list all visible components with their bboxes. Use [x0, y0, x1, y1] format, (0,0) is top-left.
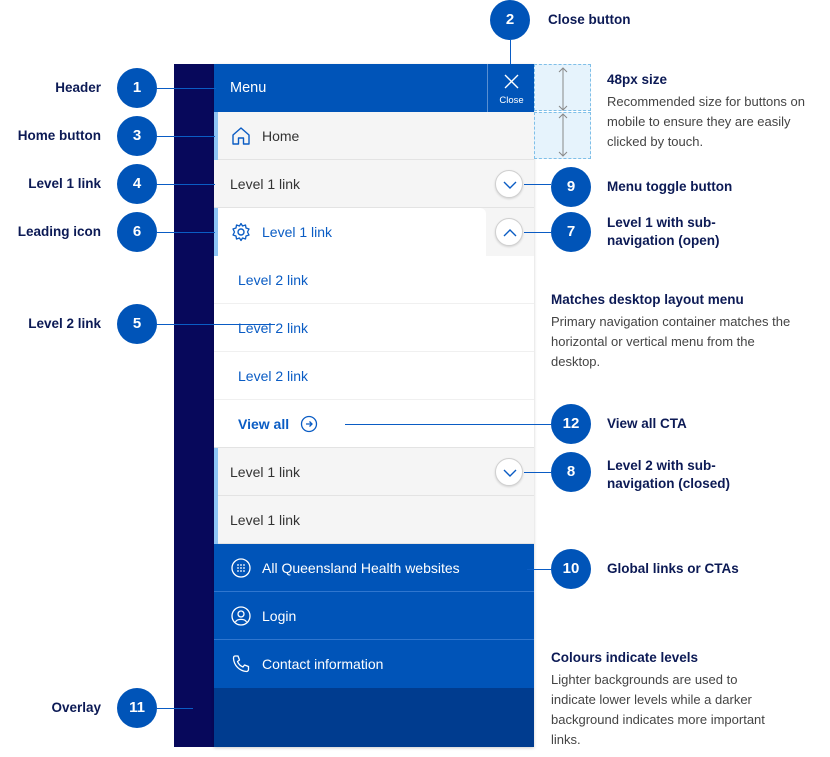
chevron-down-icon: [503, 181, 517, 189]
callout-label-home: Home button: [17, 128, 101, 143]
connector-line: [157, 184, 215, 185]
chevron-up-icon: [503, 229, 517, 237]
home-button[interactable]: Home: [214, 112, 534, 160]
callout-label-global: Global links or CTAs: [607, 561, 739, 576]
gear-icon: [232, 222, 250, 242]
row-accent: [214, 112, 218, 160]
close-icon: [504, 74, 519, 89]
callout-badge-8: 8: [551, 452, 591, 492]
view-all-label: View all: [238, 416, 290, 432]
close-label: Close: [499, 95, 524, 106]
level1-closed-label: Level 1 link: [230, 464, 301, 480]
drawer-bottom: [214, 688, 534, 747]
callout-label-level2: Level 2 link: [28, 316, 101, 331]
callout-badge-5: 5: [117, 304, 157, 344]
connector-line: [510, 40, 511, 64]
connector-line: [157, 324, 275, 325]
level1-link[interactable]: Level 1 link: [214, 496, 534, 544]
note-desktop-title: Matches desktop layout menu: [551, 292, 744, 307]
menu-toggle-button-closed[interactable]: [495, 458, 523, 486]
global-link-login[interactable]: Login: [214, 592, 534, 640]
level2-link-label: Level 2 link: [238, 320, 309, 336]
callout-label-overlay: Overlay: [51, 700, 101, 715]
callout-label-close: Close button: [548, 12, 631, 27]
row-accent: [214, 496, 218, 544]
callout-label-leading-icon: Leading icon: [17, 224, 101, 239]
connector-line: [345, 424, 551, 425]
home-icon: [232, 127, 250, 145]
grid-dots-icon: [231, 558, 251, 578]
callout-label-level1-open: Level 1 with sub-navigation (open): [607, 215, 720, 248]
row-accent: [214, 448, 218, 496]
home-label: Home: [262, 128, 300, 144]
menu-header: [214, 64, 534, 112]
callout-badge-4: 4: [117, 164, 157, 204]
note-colours-body: Lighter backgrounds are used to indicate…: [551, 672, 765, 747]
phone-icon: [232, 655, 250, 673]
menu-title: Menu: [230, 80, 267, 96]
global-link-label: Login: [262, 608, 297, 624]
global-link-websites[interactable]: All Queensland Health websites: [214, 544, 534, 592]
connector-line: [524, 184, 551, 185]
level1-open-row[interactable]: [214, 208, 486, 256]
chevron-down-icon: [503, 469, 517, 477]
level2-link[interactable]: Level 2 link: [214, 256, 534, 304]
callout-label-header: Header: [55, 80, 101, 95]
callout-badge-9: 9: [551, 167, 591, 207]
level1-closed[interactable]: Level 1 link: [214, 448, 534, 496]
level2-link[interactable]: Level 2 link: [214, 352, 534, 400]
note-desktop-body: Primary navigation container matches the…: [551, 314, 791, 369]
callout-label-menu-toggle: Menu toggle button: [607, 179, 733, 194]
connector-line: [527, 569, 551, 570]
callout-label-view-all: View all CTA: [607, 416, 687, 431]
level2-link-label: Level 2 link: [238, 368, 309, 384]
connector-line: [157, 136, 215, 137]
callout-label-level1: Level 1 link: [28, 176, 101, 191]
callout-badge-6: 6: [117, 212, 157, 252]
level1-link[interactable]: Level 1 link: [214, 160, 534, 208]
level1-open-container: Level 1 link: [214, 208, 534, 256]
callout-label-level2-closed: Level 2 with sub-navigation (closed): [607, 458, 731, 491]
note-size-body: Recommended size for buttons on mobile t…: [607, 94, 805, 149]
callout-badge-1: 1: [117, 68, 157, 108]
close-button[interactable]: Close: [487, 64, 534, 112]
connector-line: [157, 708, 193, 709]
arrow-right-circle-icon: [300, 415, 318, 433]
callout-badge-11: 11: [117, 688, 157, 728]
callout-badge-3: 3: [117, 116, 157, 156]
note-colours-title: Colours indicate levels: [551, 650, 699, 665]
size-arrows-icon: [558, 67, 568, 157]
note-size-title: 48px size: [607, 72, 668, 87]
menu-toggle-button[interactable]: [495, 170, 523, 198]
user-icon: [231, 606, 251, 626]
level1-link-label: Level 1 link: [230, 512, 301, 528]
callout-badge-12: 12: [551, 404, 591, 444]
callout-badge-10: 10: [551, 549, 591, 589]
connector-line: [524, 472, 551, 473]
overlay[interactable]: [174, 64, 214, 747]
menu-toggle-button-open[interactable]: [495, 218, 523, 246]
row-accent: [214, 208, 218, 256]
callout-badge-2: 2: [490, 0, 530, 40]
callout-badge-7: 7: [551, 212, 591, 252]
global-link-label: All Queensland Health websites: [262, 560, 460, 576]
connector-line: [157, 88, 216, 89]
level1-open-label: Level 1 link: [262, 224, 333, 240]
level2-link[interactable]: Level 2 link: [214, 304, 534, 352]
level2-link-label: Level 2 link: [238, 272, 309, 288]
global-link-contact[interactable]: Contact information: [214, 640, 534, 688]
global-link-label: Contact information: [262, 656, 384, 672]
connector-line: [157, 232, 215, 233]
connector-line: [524, 232, 551, 233]
level1-link-label: Level 1 link: [230, 176, 301, 192]
